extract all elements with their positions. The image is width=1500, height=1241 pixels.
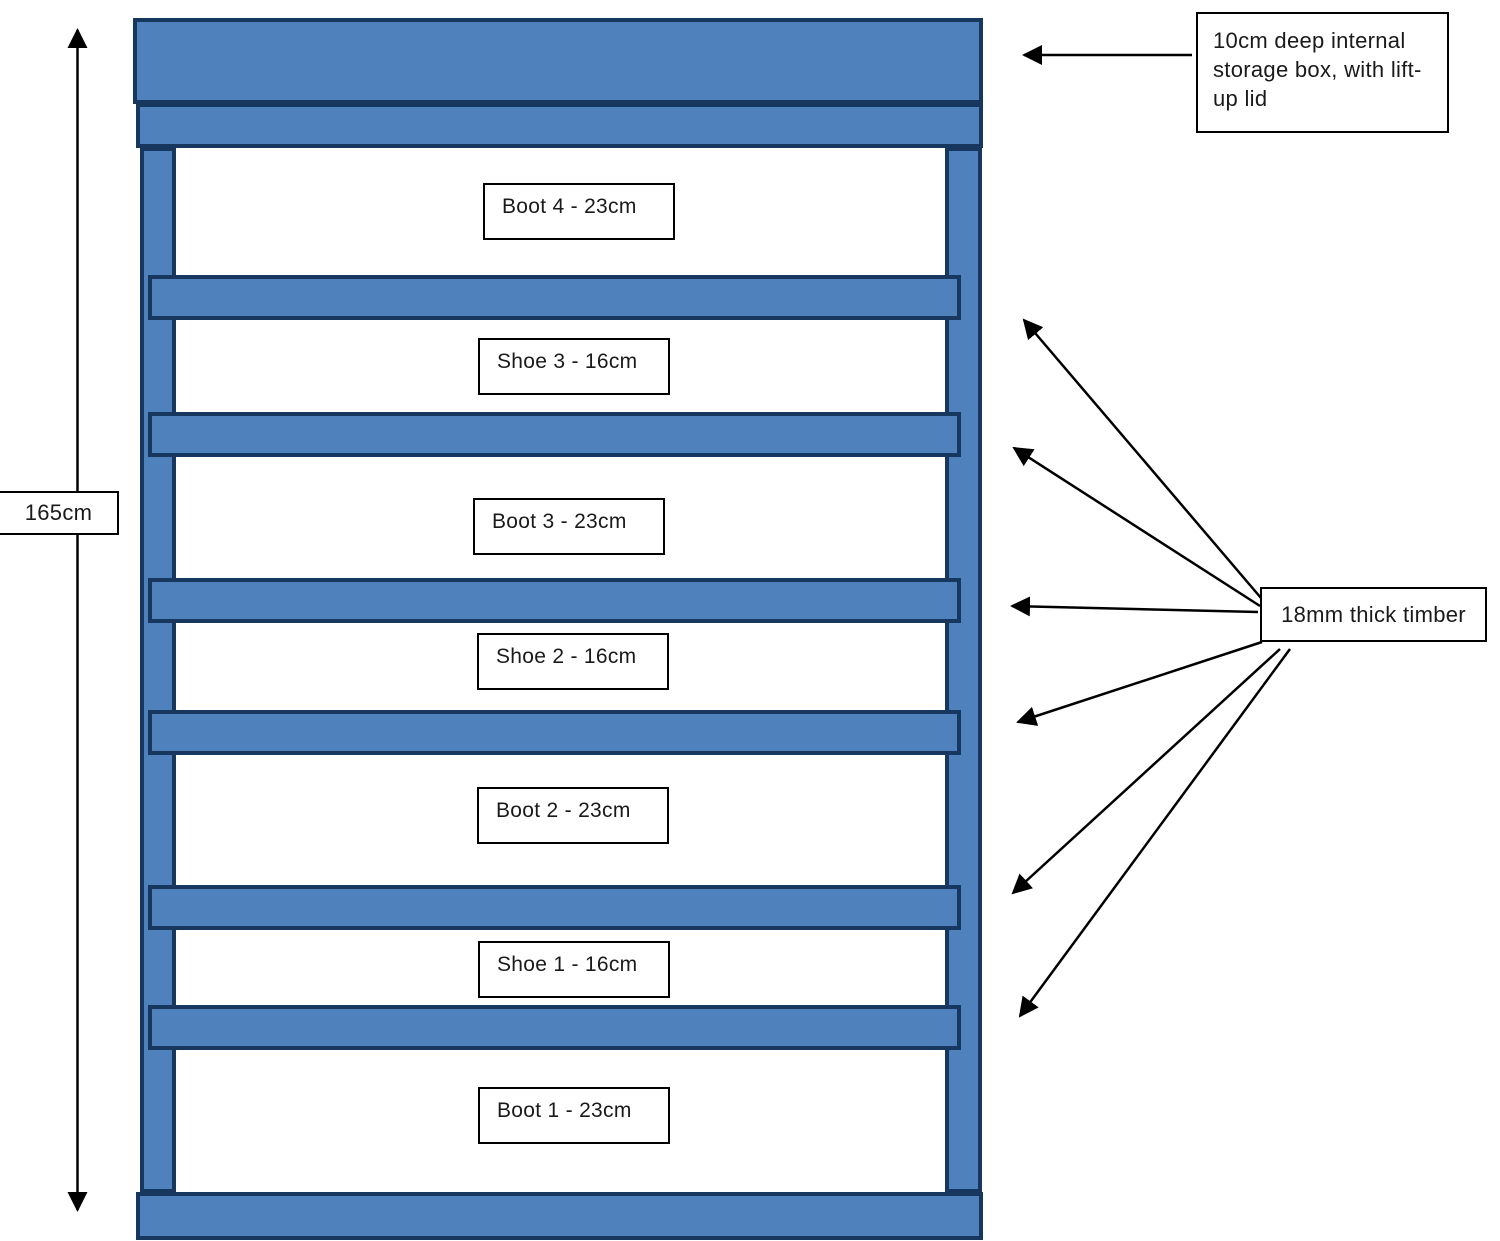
shelf-bar <box>148 1005 961 1050</box>
compartment-label-boot-2: Boot 2 - 23cm <box>477 787 669 844</box>
bottom-base <box>136 1192 983 1240</box>
timber-arrow-3 <box>1010 596 1259 617</box>
compartment-label-shoe-2: Shoe 2 - 16cm <box>477 633 669 690</box>
height-dimension-label: 165cm <box>0 491 119 535</box>
compartment-label-boot-3: Boot 3 - 23cm <box>473 498 665 555</box>
shelf-bar <box>148 885 961 930</box>
shelf-bar <box>148 275 961 320</box>
timber-arrow-2 <box>1012 446 1261 608</box>
shelf-bar <box>148 412 961 457</box>
timber-arrow-1 <box>1022 318 1262 599</box>
storage-box-lid-band <box>136 103 983 148</box>
timber-arrow-4 <box>1016 640 1263 726</box>
compartment-label-shoe-1: Shoe 1 - 16cm <box>478 941 670 998</box>
timber-thickness-label: 18mm thick timber <box>1260 587 1487 642</box>
shelf-bar <box>148 710 961 755</box>
storage-box-label: 10cm deep internal storage box, with lif… <box>1196 12 1449 133</box>
compartment-label-shoe-3: Shoe 3 - 16cm <box>478 338 670 395</box>
compartment-label-boot-1: Boot 1 - 23cm <box>478 1087 670 1144</box>
compartment-label-boot-4: Boot 4 - 23cm <box>483 183 675 240</box>
timber-arrow-5 <box>1011 648 1281 895</box>
shelf-bar <box>148 578 961 623</box>
storage-box <box>133 18 983 104</box>
timber-arrow-6 <box>1018 648 1292 1018</box>
